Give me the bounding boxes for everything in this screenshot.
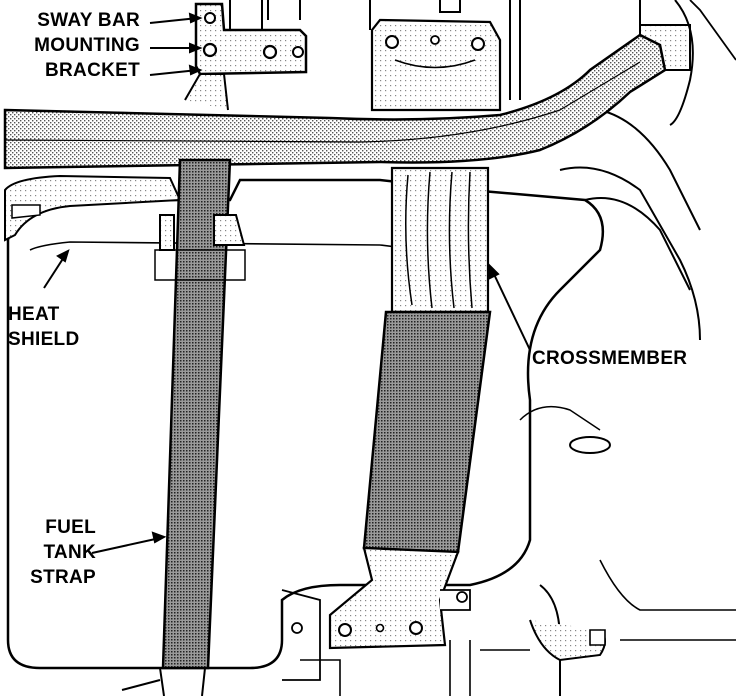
sway-bar-bracket-line-2: MOUNTING [34, 35, 140, 56]
crossmember-label-text: CROSSMEMBER [532, 348, 688, 369]
sway-bar-bracket-label: SWAY BAR MOUNTING BRACKET [2, 8, 140, 83]
sway-bar [3, 33, 667, 170]
fuel-tank-strap-line-3: STRAP [30, 567, 96, 588]
crossmember-lower-mount [328, 546, 460, 650]
sway-bar-bracket-line-1: SWAY BAR [37, 10, 140, 31]
leader-lines [43, 12, 531, 691]
fuel-tank-strap-line-1: FUEL [45, 517, 96, 538]
fuel-tank-strap [161, 158, 232, 670]
sway-bar-bracket-line-3: BRACKET [45, 60, 140, 81]
crossmember-upper-mount [370, 18, 502, 112]
crossmember-label: CROSSMEMBER [532, 346, 687, 371]
heat-shield-line-1: HEAT [8, 304, 60, 325]
heat-shield-line-2: SHIELD [8, 329, 80, 350]
heat-shield [4, 174, 182, 242]
fuel-tank-strap-line-2: TANK [43, 542, 96, 563]
fuel-tank-strap-label: FUEL TANK STRAP [16, 515, 96, 590]
fuel-tank [6, 178, 605, 670]
heat-shield-label: HEAT SHIELD [8, 302, 79, 352]
